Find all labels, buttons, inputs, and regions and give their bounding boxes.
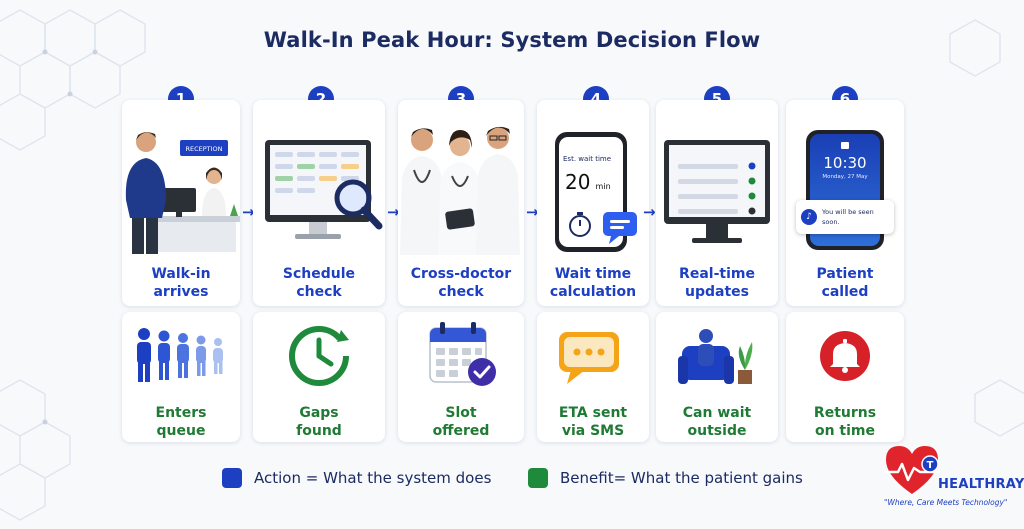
reception-scene-icon: RECEPTION: [125, 132, 240, 254]
action-label-line: Schedule: [282, 266, 356, 282]
brand-tagline: "Where, Care Meets Technology": [884, 498, 1008, 507]
benefit-card: Enters queue: [122, 312, 240, 442]
action-label-line: Walk-in: [151, 266, 211, 282]
phone-clock-time: 10:30: [823, 154, 867, 172]
notification-card: ♪ You will be seen soon.: [796, 200, 894, 234]
action-label: Wait time calculation: [537, 265, 649, 301]
action-label-line: calculation: [549, 284, 637, 300]
action-card: Est. wait time 20 min Wait time calculat…: [537, 100, 649, 306]
flow-arrow-icon: →: [387, 203, 400, 221]
sms-bubble-icon: [559, 332, 619, 384]
lock-icon: [841, 142, 849, 149]
action-card: 10:30 Monday, 27 May ♪ You will be seen …: [786, 100, 904, 306]
action-label: Cross-doctor check: [398, 265, 524, 301]
chat-bubble-icon: [603, 212, 637, 244]
action-card: Real-time updates: [656, 100, 778, 306]
action-label-line: Real-time: [679, 266, 755, 282]
clock-icon: [289, 326, 349, 386]
alarm-bell-icon: [820, 331, 870, 381]
benefit-label-line: Can wait: [682, 405, 752, 421]
phone-wait-label: Est. wait time: [563, 155, 612, 163]
action-label-line: Patient: [816, 266, 874, 282]
action-label-line: called: [821, 284, 869, 300]
action-label-line: Wait time: [554, 266, 632, 282]
action-label: Schedule check: [253, 265, 385, 301]
stopwatch-icon: [569, 212, 591, 237]
benefit-label-line: Returns: [813, 405, 877, 421]
person-waiting-chair-icon: [678, 329, 753, 384]
action-label-line: updates: [685, 284, 749, 300]
benefit-card: ETA sent via SMS: [537, 312, 649, 442]
phone-stopwatch-icon: Est. wait time 20 min: [555, 132, 627, 252]
benefit-label-line: queue: [156, 423, 206, 439]
legend-benefit-text: Benefit= What the patient gains: [560, 469, 803, 487]
benefit-card: Can wait outside: [656, 312, 778, 442]
benefit-card: Gaps found: [253, 312, 385, 442]
benefit-label-line: offered: [432, 423, 490, 439]
reception-sign: RECEPTION: [185, 145, 222, 153]
benefit-label-line: via SMS: [561, 423, 625, 439]
monitor-magnifier-icon: [265, 140, 383, 239]
action-card: Cross-doctor check: [398, 100, 524, 306]
flow-arrow-icon: →: [242, 203, 255, 221]
flow-arrow-icon: →: [643, 203, 656, 221]
notification-text-line: You will be seen: [822, 208, 874, 216]
benefit-label: Slot offered: [398, 404, 524, 440]
page-title: Walk-In Peak Hour: System Decision Flow: [263, 28, 761, 52]
benefit-label-line: outside: [687, 423, 747, 439]
benefit-label-line: Gaps: [299, 405, 339, 421]
monitor-status-icon: [664, 140, 770, 243]
benefit-label: Gaps found: [253, 404, 385, 440]
action-label-line: Cross-doctor: [410, 266, 512, 282]
healthray-heart-logo-icon: T: [884, 446, 940, 494]
benefit-label-line: Slot: [445, 405, 477, 421]
doctors-team-icon: [400, 126, 520, 255]
benefit-card: Slot offered: [398, 312, 524, 442]
phone-clock-date: Monday, 27 May: [822, 174, 868, 180]
legend-action-text: Action = What the system does: [254, 469, 492, 487]
action-label-line: arrives: [153, 284, 209, 300]
action-label-line: check: [438, 284, 484, 300]
legend-action-swatch: [222, 468, 242, 488]
brand-name: HEALTHRAY: [938, 477, 1024, 492]
benefit-label: Enters queue: [122, 404, 240, 440]
action-card: RECEPTION Walk-in arrives: [122, 100, 240, 306]
benefit-label-line: Enters: [155, 405, 207, 421]
benefit-label-line: ETA sent: [558, 405, 628, 421]
action-label: Walk-in arrives: [122, 265, 240, 301]
bell-icon: ♪: [801, 209, 817, 225]
phone-wait-value: 20: [565, 170, 591, 194]
calendar-check-icon: [429, 322, 496, 386]
flow-arrow-icon: →: [526, 203, 539, 221]
action-label-line: check: [296, 284, 342, 300]
benefit-label-line: found: [296, 423, 342, 439]
logo-letter: T: [927, 460, 934, 471]
legend-benefit-swatch: [528, 468, 548, 488]
benefit-label: Returns on time: [786, 404, 904, 440]
benefit-label: Can wait outside: [656, 404, 778, 440]
action-label: Real-time updates: [656, 265, 778, 301]
benefit-label-line: on time: [814, 423, 876, 439]
action-label: Patient called: [786, 265, 904, 301]
action-card: Schedule check: [253, 100, 385, 306]
phone-wait-unit: min: [595, 182, 611, 191]
benefit-card: Returns on time: [786, 312, 904, 442]
queue-icon: [137, 328, 223, 382]
benefit-label: ETA sent via SMS: [537, 404, 649, 440]
notification-text-line: soon.: [822, 218, 840, 226]
